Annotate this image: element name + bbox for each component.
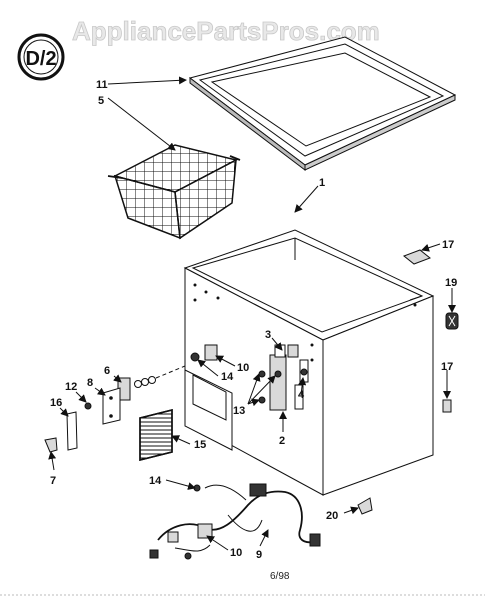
relay-upper (190, 344, 218, 362)
callout-19: 19 (445, 277, 457, 289)
label-decal-top (403, 249, 431, 265)
screw-12 (84, 402, 92, 410)
watermark-text: AppliancePartsPros.com (72, 16, 380, 46)
cabinet (183, 229, 435, 496)
callout-4: 4 (298, 389, 305, 401)
lid-gasket (188, 36, 457, 172)
callout-6: 6 (104, 365, 110, 377)
louver-grille (139, 409, 173, 461)
callout-14-lower: 14 (149, 475, 162, 487)
wire-basket (107, 144, 241, 240)
callout-20: 20 (326, 510, 338, 522)
insulation-strip (66, 411, 78, 451)
callout-5: 5 (98, 95, 104, 107)
callout-16: 16 (50, 397, 62, 409)
callout-7: 7 (50, 475, 56, 487)
callout-8: 8 (87, 377, 93, 389)
capacitor-bracket (117, 365, 186, 401)
clip-7 (44, 437, 58, 453)
callout-17-side: 17 (441, 361, 453, 373)
callout-3: 3 (265, 329, 271, 341)
callout-17-top: 17 (442, 239, 454, 251)
callout-15: 15 (194, 439, 206, 451)
callout-1: 1 (319, 177, 325, 189)
callout-14-upper: 14 (221, 371, 234, 383)
callout-2: 2 (279, 435, 285, 447)
leader-lines (48, 76, 456, 551)
label-decal-side (442, 399, 452, 413)
callout-12: 12 (65, 381, 77, 393)
mounting-plate (102, 387, 121, 425)
bolt (445, 312, 459, 330)
callout-11: 11 (96, 79, 108, 91)
clip-20 (357, 497, 373, 515)
svg-text:D/2: D/2 (25, 48, 56, 70)
callout-10-upper: 10 (237, 362, 249, 374)
date-code: 6/98 (270, 571, 290, 582)
callout-9: 9 (256, 549, 262, 561)
callout-10-lower: 10 (230, 547, 242, 559)
badge-logo: D/2 (17, 33, 65, 81)
thermostat-bracket (269, 344, 309, 411)
callout-13: 13 (233, 405, 245, 417)
